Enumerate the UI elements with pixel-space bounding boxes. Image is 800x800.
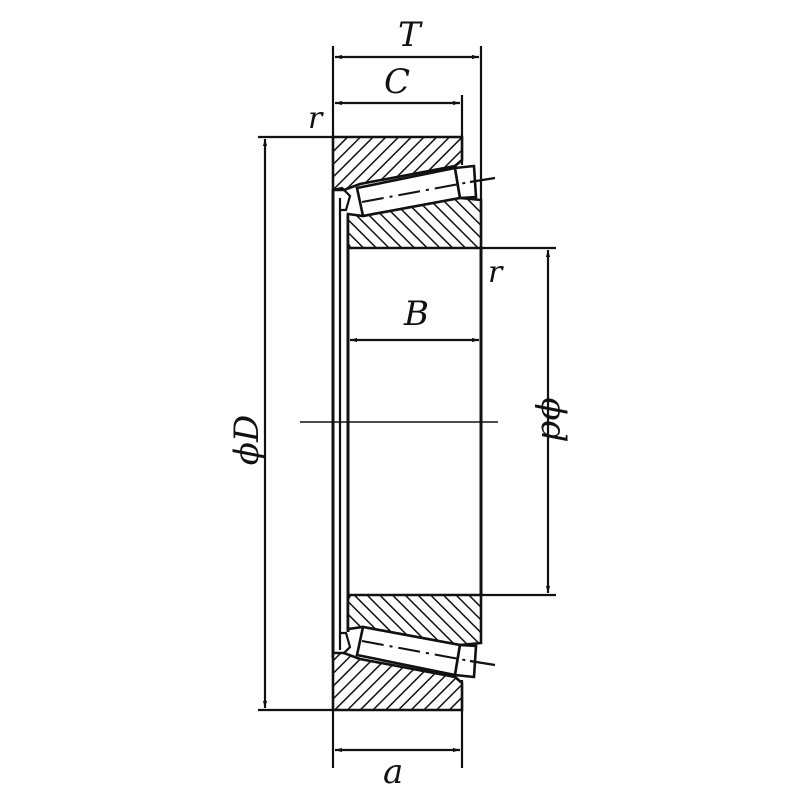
- label-r-right: r: [488, 255, 504, 290]
- outer-ring-bottom: [331, 651, 464, 712]
- label-a: a: [383, 752, 403, 792]
- roller-bottom: [332, 625, 496, 679]
- label-d: ϕd: [533, 398, 573, 443]
- label-T: T: [398, 15, 423, 55]
- label-D: ϕD: [227, 415, 267, 465]
- dimension-a: a: [335, 747, 460, 792]
- dimension-D: ϕD: [227, 139, 268, 708]
- label-B: B: [403, 294, 429, 334]
- label-r-top: r: [308, 101, 324, 136]
- inner-ring-top: [346, 196, 483, 250]
- dimension-T: T: [335, 15, 479, 60]
- dimension-C: C: [335, 62, 460, 106]
- dimension-B: B: [350, 294, 479, 343]
- label-C: C: [384, 62, 410, 102]
- bearing-side-lines: [331, 190, 483, 658]
- dimension-d: ϕd: [533, 250, 573, 593]
